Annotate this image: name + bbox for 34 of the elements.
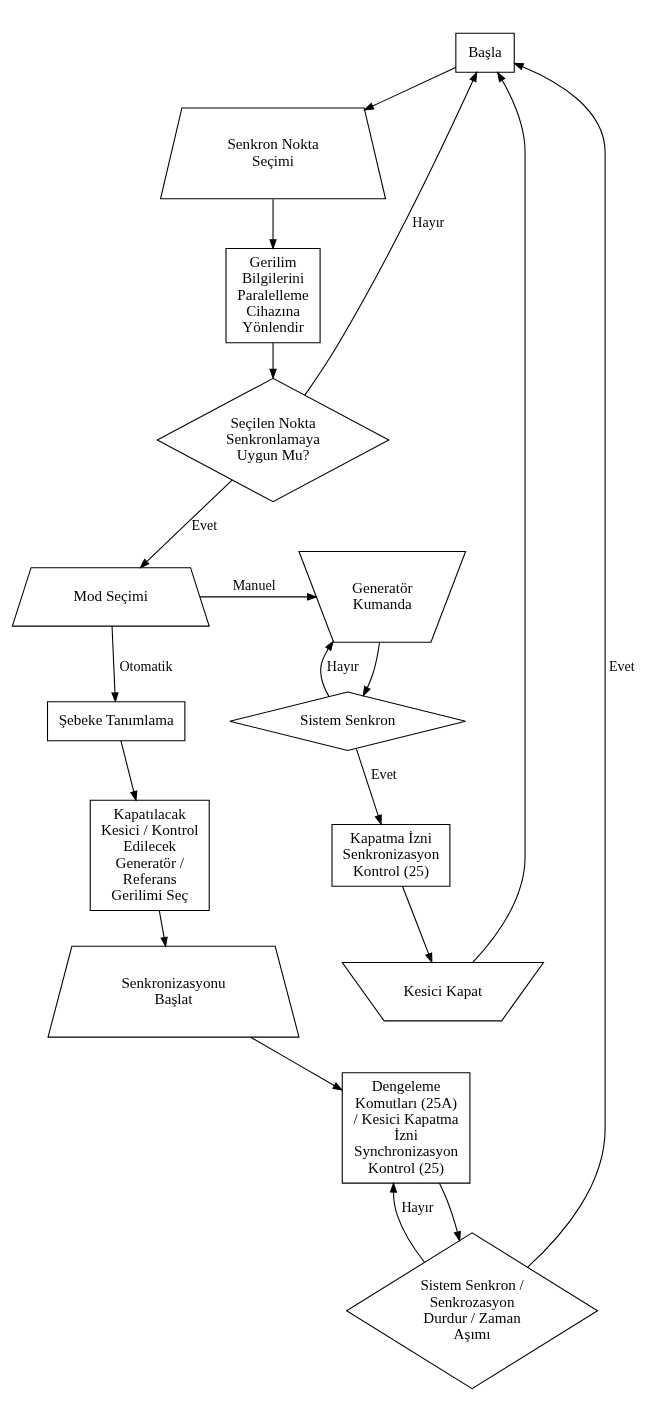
edge-label: Evet	[609, 657, 635, 674]
node-box: Şebeke Tanımlama	[46, 700, 186, 741]
node-box: Gerilim Bilgilerini Paralelleme Cihazına Yönlendir	[225, 247, 321, 343]
arrow	[139, 479, 233, 569]
arrow	[438, 1182, 461, 1242]
node-diamond: Seçilen Nokta Senkronlamaya Uygun Mu?	[156, 377, 390, 502]
arrow	[389, 1181, 425, 1263]
arrow	[472, 70, 526, 963]
arrow	[111, 625, 119, 703]
node-diamond: Sistem Senkron	[229, 691, 467, 751]
edge-label: Hayır	[412, 213, 445, 230]
edge-label: Manuel	[232, 576, 276, 593]
arrow	[269, 198, 277, 250]
edge-label: Hayır	[401, 1198, 434, 1215]
node-box: Başla	[455, 32, 515, 73]
node-box: Dengeleme Komutları (25A) / Kesici Kapatma İzni Synchronizasyon Kontrol (25)	[341, 1071, 471, 1184]
arrow	[512, 62, 606, 1268]
arrow	[158, 909, 168, 948]
node-box: Kapatılacak Kesici / Kontrol Edilecek Generatör / Referans Gerilimi Seç	[89, 799, 210, 911]
node-box: Kapatma İzni Senkronizasyon Kontrol (25)	[331, 823, 451, 887]
arrow	[362, 641, 381, 697]
arrow	[304, 70, 478, 396]
arrow	[250, 1036, 344, 1091]
arrow	[120, 739, 138, 802]
edge-label: Hayır	[326, 657, 359, 674]
edge-label: Evet	[371, 765, 397, 782]
arrow	[320, 639, 334, 697]
arrow	[401, 885, 433, 964]
edge-label: Otomatik	[119, 657, 173, 674]
arrow	[355, 747, 382, 826]
arrow	[363, 66, 457, 110]
edge-label: Evet	[191, 516, 218, 533]
arrow	[269, 341, 277, 380]
arrow	[199, 592, 318, 601]
